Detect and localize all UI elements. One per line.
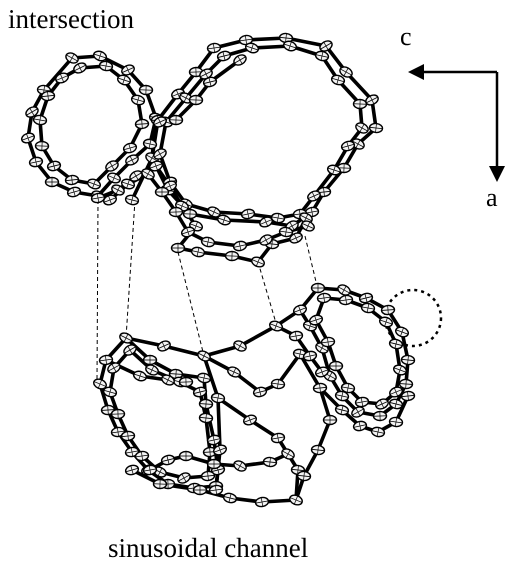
dashed-links [96,199,319,381]
atom [393,324,411,340]
atom [110,408,126,420]
atom [40,90,56,102]
atom [296,470,312,482]
bond-path [298,286,410,418]
atom [400,390,416,402]
atom [387,337,405,351]
sinusoidal-channel-label: sinusoidal channel [108,533,309,563]
atom [120,430,136,442]
atom [206,41,222,55]
atom [200,235,216,249]
atom [188,94,204,106]
atom [314,49,330,63]
atom [152,478,168,490]
atom [352,98,368,110]
atom [178,450,194,462]
bond-network [26,36,410,504]
atom [254,495,270,509]
axis-a-label: a [486,183,498,212]
atom [198,412,214,424]
atom [310,444,326,456]
atom [279,446,297,462]
atom [198,398,214,410]
atom [240,207,256,221]
atom [215,49,233,63]
atom [312,382,328,394]
atom [168,206,184,218]
atom [231,458,249,474]
bond-path [150,36,378,228]
atom [338,293,354,307]
atom [64,174,80,186]
axis-indicator [408,64,505,182]
atom [224,250,240,262]
atom [44,176,60,188]
atom [400,354,416,366]
atom [159,453,177,467]
atom [210,391,226,405]
atom [190,245,206,259]
intersection-label: intersection [8,4,134,34]
atom [380,304,396,316]
highlight-circle [383,288,443,348]
atom [360,301,376,315]
atom [155,338,173,354]
bond-path [202,352,332,422]
atom [316,291,332,305]
atom [206,458,222,470]
atom [328,360,344,372]
atom [34,140,50,152]
atom [178,376,194,388]
atom [138,84,154,96]
atom [232,239,248,253]
atom [154,186,170,198]
atom [287,492,305,508]
atom [175,470,193,486]
atom [262,456,278,468]
atom [170,242,186,254]
bond-path [274,324,324,374]
atom [372,410,388,422]
atom-layer [19,32,416,509]
atom [320,335,336,349]
atom [129,93,147,107]
atom [19,130,37,146]
atom [310,282,326,294]
atom [134,118,150,130]
atom [335,282,353,298]
atom [192,484,208,496]
axis-c-label: c [400,22,412,51]
atom [398,378,414,390]
bond-path [130,396,300,504]
atom [333,403,351,417]
atom [142,354,158,366]
atom [123,193,141,207]
atom [221,491,239,505]
bond-path [294,418,332,502]
atom [368,122,384,134]
atom [322,414,338,426]
bond-path [26,54,158,198]
atom [168,114,184,126]
atom [32,113,48,127]
atom [200,470,216,482]
